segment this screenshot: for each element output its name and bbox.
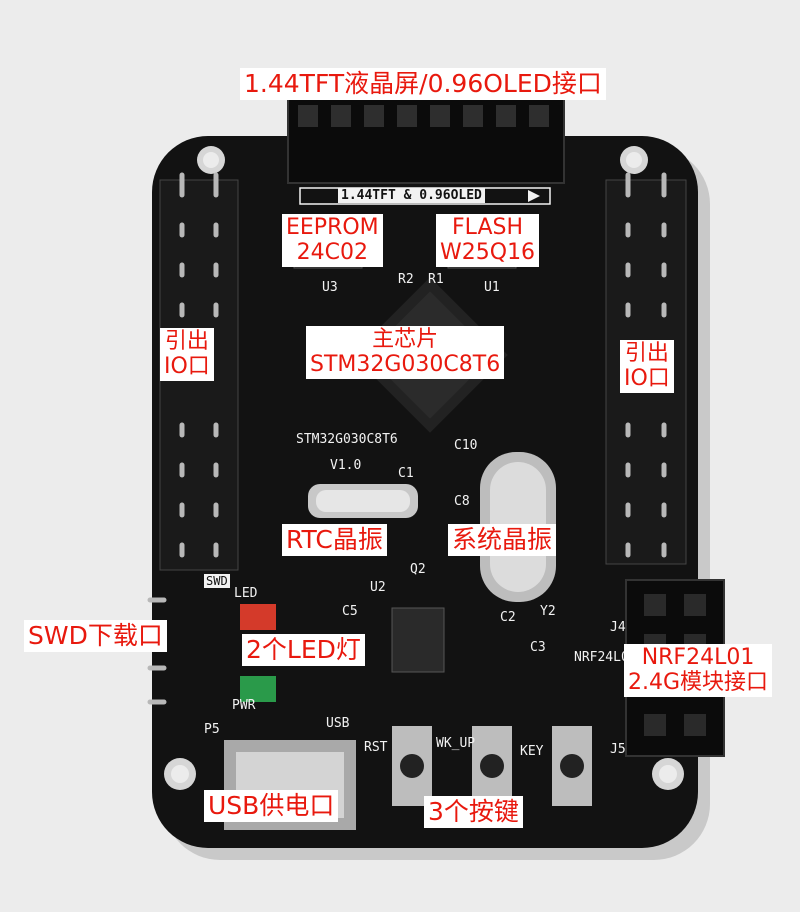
c2-silk: C2 [500, 610, 516, 625]
usb-silk: USB [326, 716, 350, 731]
flash-callout: FLASH W25Q16 [436, 214, 540, 268]
q2-silk: Q2 [410, 562, 426, 577]
c3-silk: C3 [530, 640, 546, 655]
j4-silk: J4 [610, 620, 626, 635]
c8-silk: C8 [454, 494, 470, 509]
r1-silk: R1 [428, 272, 444, 287]
rtc-crystal [308, 484, 418, 518]
main-chip-callout: 主芯片 STM32G030C8T6 [306, 326, 505, 380]
system-crystal-callout: 系统晶振 [448, 524, 557, 556]
swd-silk: SWD [204, 574, 230, 588]
led-green [240, 676, 276, 702]
nrf-callout: NRF24L01 2.4G模块接口 [624, 644, 773, 698]
display-header-callout: 1.44TFT液晶屏/0.96OLED接口 [240, 68, 606, 100]
j5-silk: J5 [610, 742, 626, 757]
nrf-callout-line1: NRF24L01 [641, 645, 755, 670]
key-silk: KEY [520, 744, 544, 759]
usb-power-callout: USB供电口 [204, 790, 339, 822]
u1-silk: U1 [484, 280, 500, 295]
display-female-header [287, 94, 565, 184]
wk-up-silk: WK_UP [436, 736, 476, 751]
eeprom-callout-line1: EEPROM [286, 215, 379, 240]
io-left-callout-line2: IO口 [164, 353, 210, 379]
chip-name-silk: STM32G030C8T6 [296, 432, 398, 447]
io-left-callout-line1: 引出 [164, 329, 209, 354]
leds-callout: 2个LED灯 [242, 634, 365, 666]
r2-silk: R2 [398, 272, 414, 287]
pcb-board [152, 136, 698, 848]
c5-silk: C5 [342, 604, 358, 619]
version-silk: V1.0 [330, 458, 362, 473]
swd-callout: SWD下载口 [24, 620, 167, 652]
p5-silk: P5 [204, 722, 220, 737]
u2-silk: U2 [370, 580, 386, 595]
header-arrow-label: 1.44TFT & 0.96OLED [338, 188, 485, 203]
c1-silk: C1 [398, 466, 414, 481]
nrf-silk: NRF24L01 [574, 650, 637, 665]
rtc-crystal-callout: RTC晶振 [282, 524, 387, 556]
io-left-callout: 引出 IO口 [160, 328, 214, 382]
rst-silk: RST [364, 740, 388, 755]
c10-silk: C10 [454, 438, 478, 453]
eeprom-callout: EEPROM 24C02 [282, 214, 383, 268]
main-chip-callout-line1: 主芯片 [372, 327, 439, 352]
io-right-callout-line1: 引出 [624, 341, 669, 366]
main-chip-callout-line2: STM32G030C8T6 [310, 351, 501, 377]
flash-callout-line2: W25Q16 [440, 239, 536, 265]
led-red [240, 604, 276, 630]
nrf-callout-line2: 2.4G模块接口 [628, 669, 769, 695]
regulator-chip [391, 607, 445, 673]
buttons [392, 726, 592, 806]
y2-silk: Y2 [540, 604, 556, 619]
pwr-silk: PWR [232, 698, 256, 713]
io-right-callout-line2: IO口 [624, 365, 670, 391]
io-right-callout: 引出 IO口 [620, 340, 674, 394]
u3-silk: U3 [322, 280, 338, 295]
eeprom-callout-line2: 24C02 [296, 239, 368, 265]
led-silk: LED [234, 586, 258, 601]
mounting-holes [164, 146, 684, 790]
flash-callout-line1: FLASH [452, 215, 524, 240]
buttons-callout: 3个按键 [424, 796, 523, 828]
